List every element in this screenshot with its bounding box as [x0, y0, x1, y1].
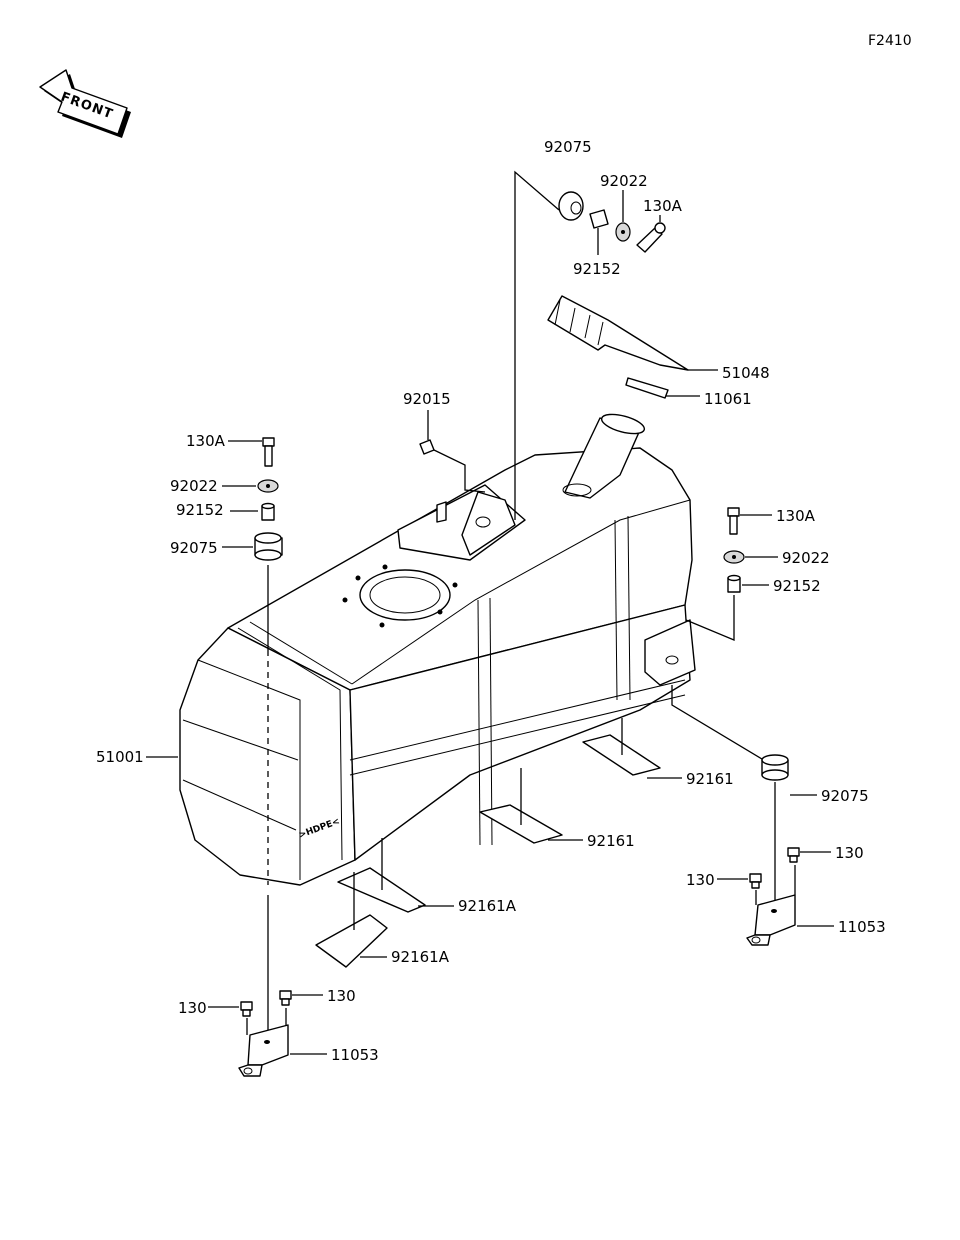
bracket-11053-left	[238, 1024, 289, 1077]
bolt-130-left-2	[240, 1001, 253, 1017]
label-92152-top: 92152	[573, 260, 621, 278]
label-51048: 51048	[722, 364, 770, 382]
label-130-left-1: 130	[327, 987, 356, 1005]
bolt-130-right-1	[787, 847, 800, 863]
label-92015: 92015	[403, 390, 451, 408]
label-130-right-1: 130	[835, 844, 864, 862]
label-130A-left: 130A	[186, 432, 226, 450]
nut-92015	[419, 439, 435, 455]
label-92161-a: 92161	[686, 770, 734, 788]
label-92075-left: 92075	[170, 539, 218, 557]
collar-92152-right	[727, 574, 741, 593]
label-92022-right: 92022	[782, 549, 830, 567]
label-130A-top: 130A	[643, 197, 683, 215]
label-92075-right: 92075	[821, 787, 869, 805]
bolt-130A-top	[636, 222, 666, 253]
label-130-right-2: 130	[686, 871, 715, 889]
label-92075-top: 92075	[544, 138, 592, 156]
bolt-130A-right	[727, 507, 740, 535]
label-11061: 11061	[704, 390, 752, 408]
bolt-130-right-2	[749, 873, 762, 889]
label-92022-left: 92022	[170, 477, 218, 495]
label-92152-left: 92152	[176, 501, 224, 519]
washer-92022-top	[615, 222, 631, 242]
label-92161-b: 92161	[587, 832, 635, 850]
label-92022-top: 92022	[600, 172, 648, 190]
fuel-tank-51001: >HDPE<	[179, 413, 696, 886]
label-51001: 51001	[96, 748, 144, 766]
cover-51048	[547, 295, 689, 371]
rubber-damper-92075-top	[558, 191, 584, 221]
label-11053-right: 11053	[838, 918, 886, 936]
bolt-130-left-1	[279, 990, 292, 1006]
washer-92022-right	[723, 550, 745, 564]
label-130A-right: 130A	[776, 507, 816, 525]
figure-id: F2410	[868, 33, 912, 49]
rubber-damper-92075-left	[254, 532, 283, 561]
front-arrow-icon: FRONT	[39, 69, 131, 138]
label-130-left-2: 130	[178, 999, 207, 1017]
collar-92152-left	[261, 502, 275, 521]
collar-92152-top	[589, 209, 609, 229]
label-11053-left: 11053	[331, 1046, 379, 1064]
gasket-11061	[625, 377, 669, 399]
rubber-damper-92075-right	[761, 754, 789, 781]
bolt-130A-left	[262, 437, 275, 467]
label-92161A-a: 92161A	[458, 897, 517, 915]
pad-92161A-b	[315, 914, 388, 968]
label-92161A-b: 92161A	[391, 948, 450, 966]
label-92152-right: 92152	[773, 577, 821, 595]
bracket-11053-right	[746, 894, 796, 946]
washer-92022-left	[257, 479, 279, 493]
